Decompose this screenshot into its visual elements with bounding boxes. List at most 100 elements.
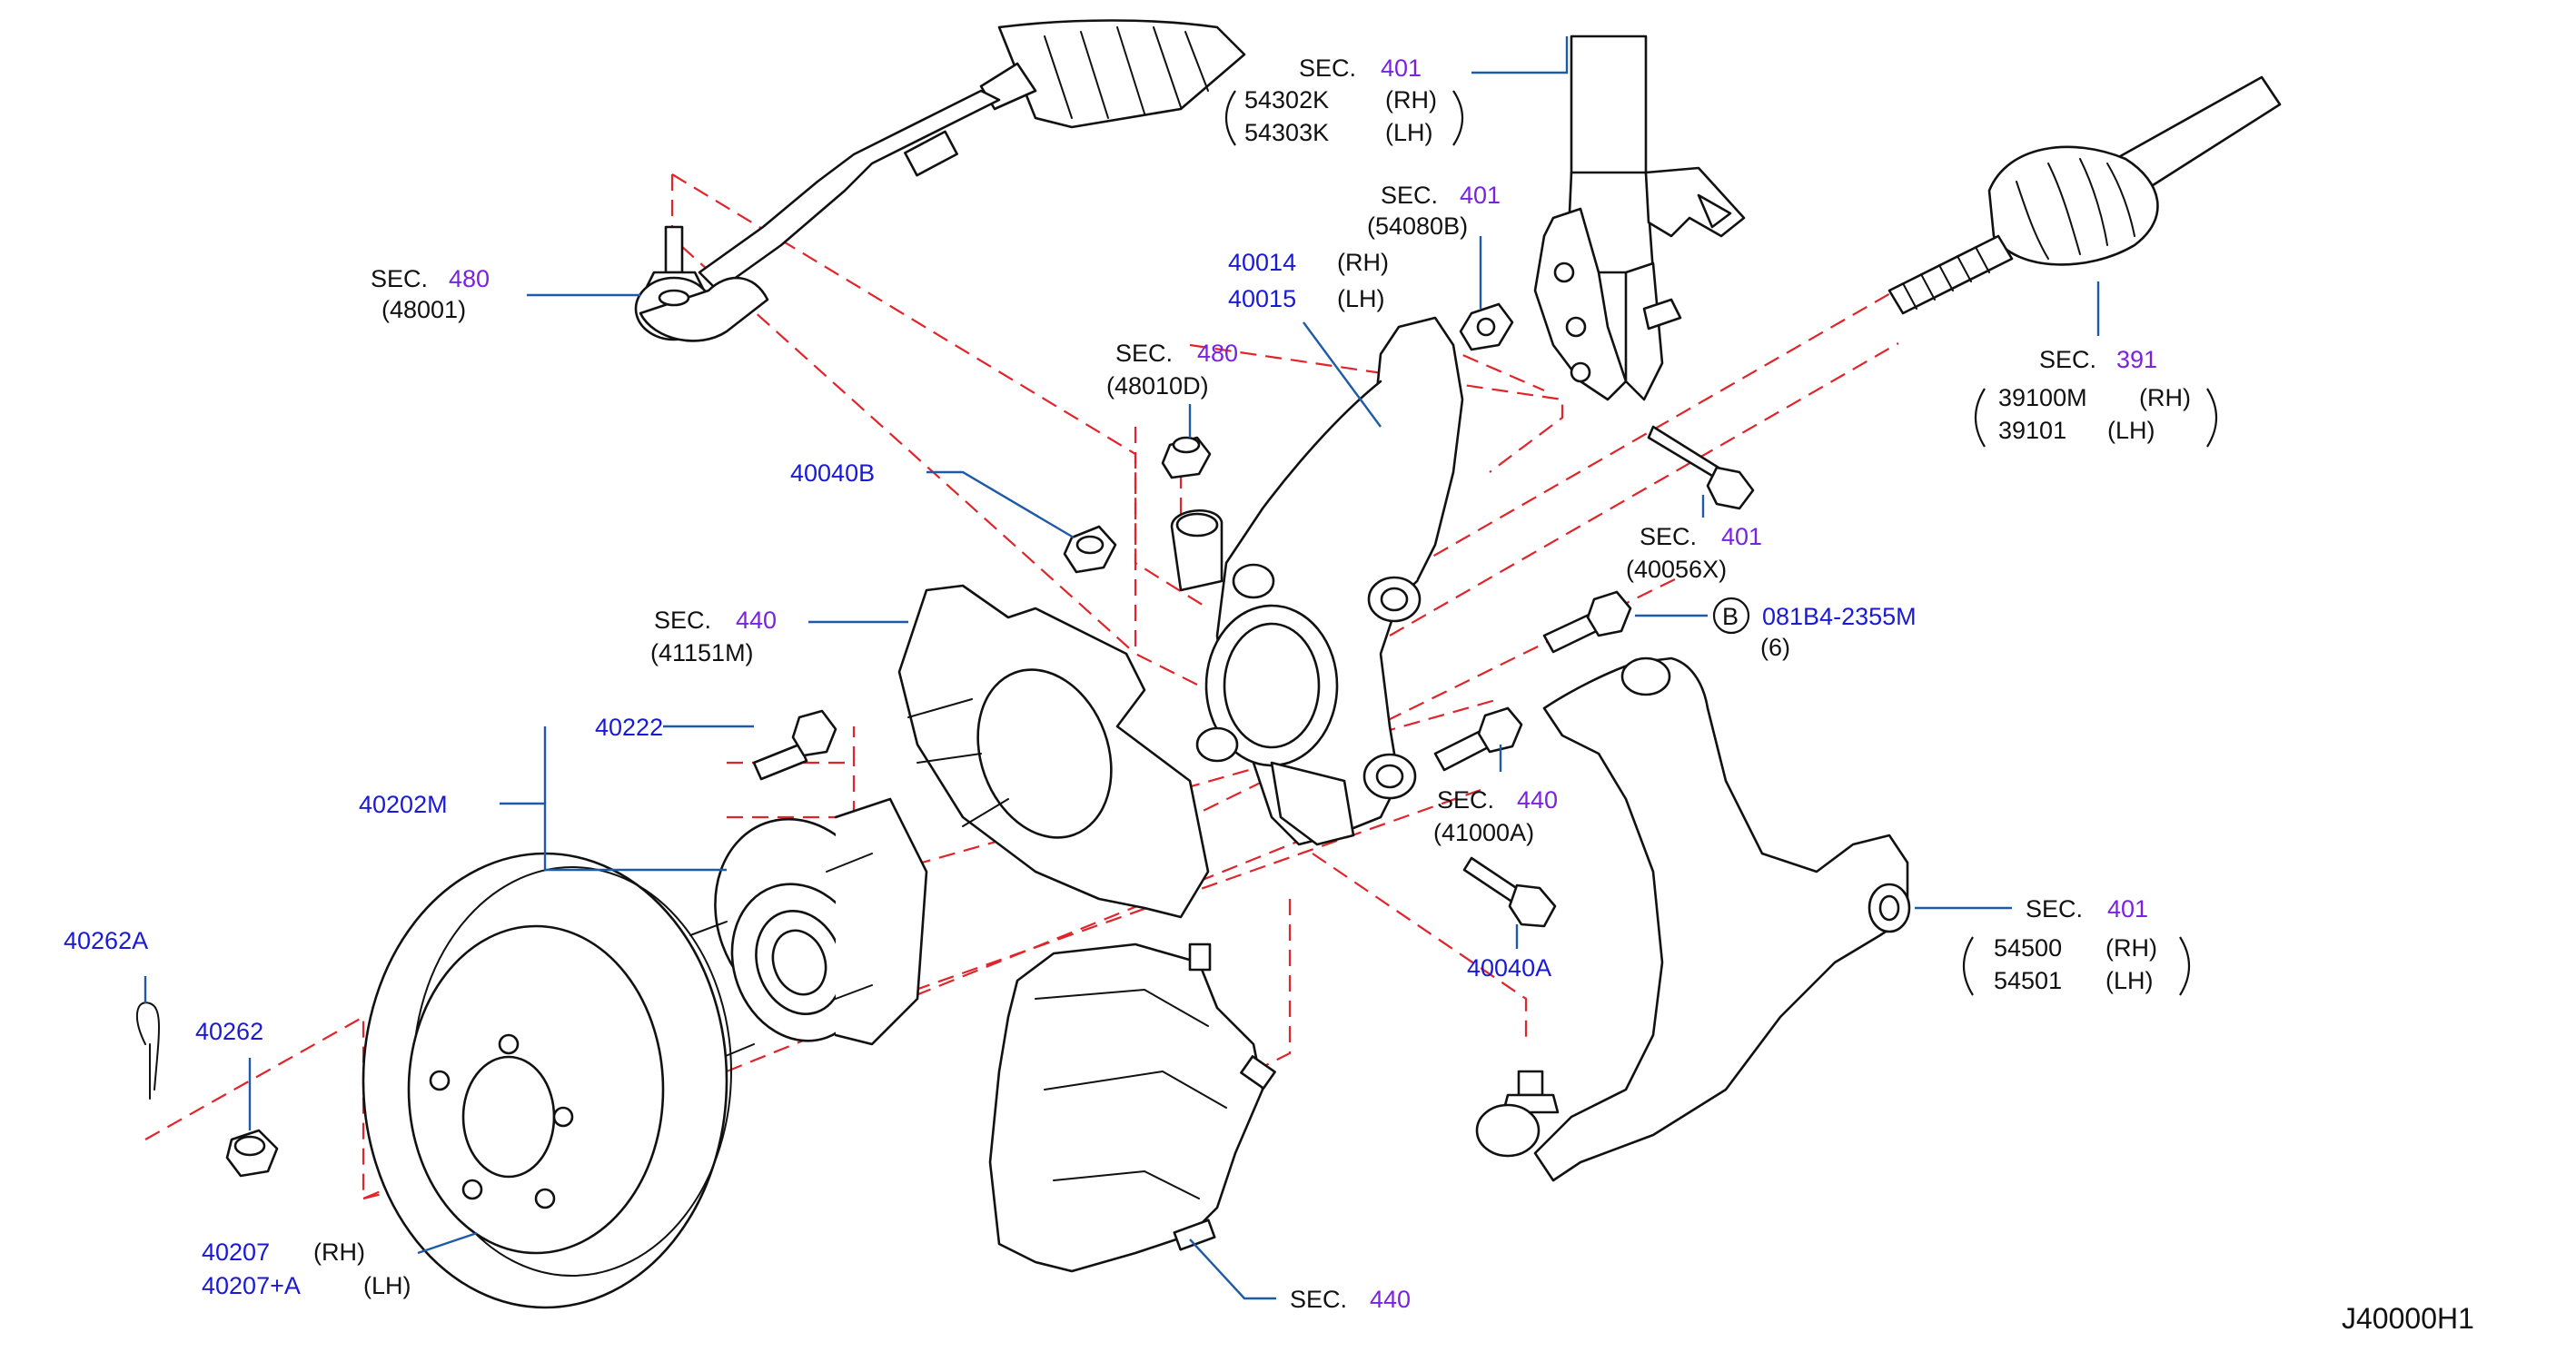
- side-lh: (LH): [2105, 967, 2154, 994]
- part-number: (54080B): [1367, 212, 1468, 240]
- open-bracket: [1963, 936, 1974, 996]
- strut-nut-illustration: [1459, 302, 1514, 351]
- part-number-lh: 40015: [1228, 285, 1296, 312]
- label-strut-bracket[interactable]: SEC. 401 (54080B): [1367, 182, 1501, 240]
- side-rh: (RH): [313, 1239, 365, 1266]
- part-number: 40222: [595, 714, 663, 741]
- tie-rod-nut-illustration: [1161, 436, 1212, 479]
- label-tie-rod-nut[interactable]: SEC. 480 (48010D): [1106, 340, 1238, 400]
- steering-knuckle-illustration: [1170, 316, 1464, 846]
- quantity: (6): [1760, 634, 1790, 661]
- part-number-rh: 54500: [1994, 934, 2062, 962]
- close-bracket: [1452, 90, 1463, 146]
- part-number: (48001): [381, 296, 466, 323]
- side-lh: (LH): [1337, 285, 1385, 312]
- part-number-rh: 40207: [202, 1239, 270, 1266]
- section-number: 440: [736, 607, 777, 634]
- label-strut-bolt[interactable]: SEC. 401 (40056X): [1626, 523, 1762, 583]
- sec-prefix: SEC.: [2026, 895, 2083, 923]
- label-tie-rod-end[interactable]: SEC. 480 (48001): [371, 265, 490, 323]
- section-number: 401: [1381, 54, 1422, 82]
- lower-link-illustration: [1475, 656, 1911, 1182]
- side-rh: (RH): [1337, 249, 1389, 276]
- hub-nut-illustration: [225, 1129, 279, 1178]
- nut-40040b-illustration: [1063, 525, 1117, 574]
- section-number: 480: [1197, 340, 1238, 367]
- label-hub-bolt-40222[interactable]: 40222: [595, 714, 663, 741]
- label-lower-link[interactable]: SEC. 401 54500 (RH) 54501 (LH): [1963, 895, 2190, 996]
- sec-prefix: SEC.: [1115, 340, 1173, 367]
- part-number: (48010D): [1106, 372, 1209, 400]
- label-baffle-plate[interactable]: SEC. 440 (41151M): [650, 607, 777, 666]
- label-nut-40040b[interactable]: 40040B: [790, 459, 875, 487]
- sec-prefix: SEC.: [371, 265, 428, 292]
- part-number: 40040B: [790, 459, 875, 487]
- baffle-plate-illustration: [897, 584, 1210, 919]
- drive-shaft-illustration: [1887, 75, 2282, 315]
- part-number-lh: 54303K: [1244, 119, 1329, 146]
- label-strut[interactable]: SEC. 401 54302K (RH) 54303K (LH): [1225, 54, 1463, 146]
- label-bolt-40040a[interactable]: 40040A: [1467, 954, 1551, 982]
- sec-prefix: SEC.: [2039, 346, 2096, 373]
- part-number: 40262A: [64, 927, 148, 954]
- tie-rod-illustration: [698, 19, 1246, 292]
- close-bracket: [2206, 388, 2217, 448]
- part-number: (41151M): [650, 639, 754, 666]
- part-number-lh: 40207+A: [202, 1272, 301, 1299]
- label-steering-knuckle[interactable]: 40014 (RH) 40015 (LH): [1228, 249, 1389, 312]
- reference-letter: B: [1722, 603, 1739, 630]
- side-lh: (LH): [363, 1272, 411, 1299]
- sec-prefix: SEC.: [1437, 786, 1494, 814]
- caliper-bolt-illustration: [1433, 706, 1523, 772]
- label-brake-rotor[interactable]: 40207 (RH) 40207+A (LH): [202, 1239, 411, 1299]
- strut-illustration: [1533, 35, 1746, 401]
- open-bracket: [1975, 388, 1986, 448]
- side-rh: (RH): [1385, 86, 1437, 113]
- diagram-id: J40000H1: [2342, 1302, 2474, 1335]
- label-hub-assembly[interactable]: 40202M: [359, 791, 448, 818]
- part-number: (41000A): [1433, 819, 1534, 846]
- section-number: 440: [1517, 786, 1558, 814]
- part-number: 081B4-2355M: [1762, 603, 1917, 630]
- part-number-lh: 54501: [1994, 967, 2062, 994]
- label-drive-shaft[interactable]: SEC. 391 39100M (RH) 39101 (LH): [1975, 346, 2217, 448]
- section-number: 401: [1721, 523, 1762, 550]
- section-number: 480: [449, 265, 490, 292]
- side-lh: (LH): [2107, 417, 2155, 444]
- part-number-rh: 40014: [1228, 249, 1296, 276]
- tie-rod-end-illustration: [634, 225, 769, 342]
- label-bolt-081b4[interactable]: B 081B4-2355M (6): [1712, 597, 1917, 661]
- label-brake-caliper[interactable]: SEC. 440: [1290, 1286, 1411, 1313]
- open-bracket: [1225, 90, 1236, 146]
- hub-bolt-40222-illustration: [752, 709, 837, 781]
- side-rh: (RH): [2105, 934, 2157, 962]
- brake-caliper-illustration: [988, 942, 1276, 1273]
- sec-prefix: SEC.: [1299, 54, 1356, 82]
- reference-circle: [1712, 597, 1750, 635]
- sec-prefix: SEC.: [1640, 523, 1697, 550]
- section-number: 401: [2107, 895, 2148, 923]
- part-number: 40040A: [1467, 954, 1551, 982]
- bolt-40040a-illustration: [1462, 856, 1557, 928]
- strut-bolt-illustration: [1647, 425, 1755, 510]
- part-number: 40202M: [359, 791, 448, 818]
- part-number: 40262: [195, 1018, 263, 1045]
- section-number: 401: [1460, 182, 1501, 209]
- leader-lines: [144, 36, 2100, 1300]
- part-number-rh: 54302K: [1244, 86, 1329, 113]
- sec-prefix: SEC.: [1381, 182, 1438, 209]
- label-hub-nut[interactable]: 40262: [195, 1018, 263, 1045]
- bolt-081b4-illustration: [1542, 590, 1632, 654]
- label-caliper-bolt[interactable]: SEC. 440 (41000A): [1433, 786, 1558, 846]
- brake-rotor-illustration: [362, 852, 732, 1309]
- cotter-pin-illustration: [135, 1002, 160, 1100]
- sec-prefix: SEC.: [654, 607, 711, 634]
- label-cotter-pin[interactable]: 40262A: [64, 927, 148, 954]
- sec-prefix: SEC.: [1290, 1286, 1347, 1313]
- part-number-lh: 39101: [1998, 417, 2066, 444]
- hub-assembly-illustration: [689, 797, 928, 1068]
- part-number: (40056X): [1626, 556, 1727, 583]
- side-rh: (RH): [2139, 384, 2191, 411]
